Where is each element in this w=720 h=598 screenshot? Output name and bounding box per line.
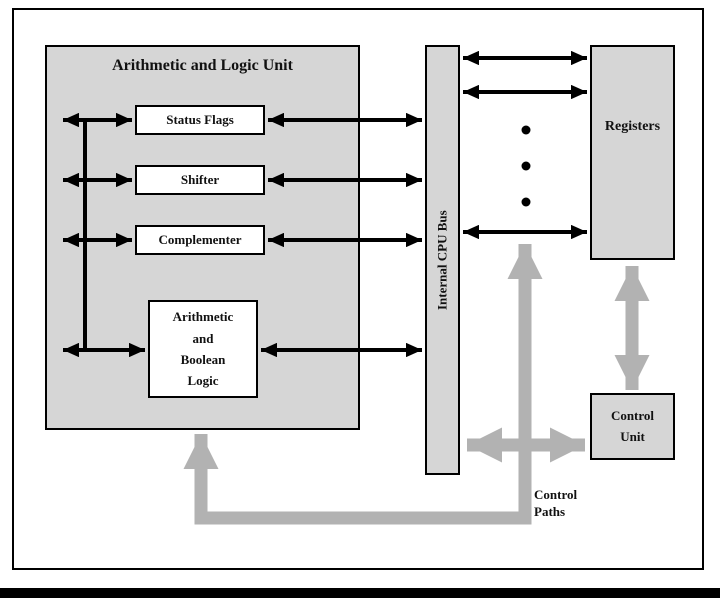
- arith-boolean-label: Arithmetic and Boolean Logic: [172, 309, 234, 389]
- registers-label: Registers: [604, 119, 661, 134]
- alu-title: Arithmetic and Logic Unit: [112, 57, 293, 74]
- bottom-scan-bar: [0, 588, 720, 598]
- arith-boolean-box: Arithmetic and Boolean Logic: [148, 300, 258, 398]
- control-paths-label: Control Paths: [534, 487, 578, 519]
- complementer-label: Complementer: [158, 232, 242, 247]
- shifter-box: Shifter: [135, 165, 265, 195]
- shifter-label: Shifter: [180, 172, 220, 187]
- registers-box: Registers: [590, 45, 675, 260]
- cpu-bus: Internal CPU Bus: [425, 45, 460, 475]
- status-flags-box: Status Flags: [135, 105, 265, 135]
- complementer-box: Complementer: [135, 225, 265, 255]
- control-unit-label: Control Unit: [610, 408, 655, 445]
- status-flags-label: Status Flags: [166, 112, 234, 127]
- control-unit-box: Control Unit: [590, 393, 675, 460]
- cpu-bus-label: Internal CPU Bus: [434, 210, 450, 310]
